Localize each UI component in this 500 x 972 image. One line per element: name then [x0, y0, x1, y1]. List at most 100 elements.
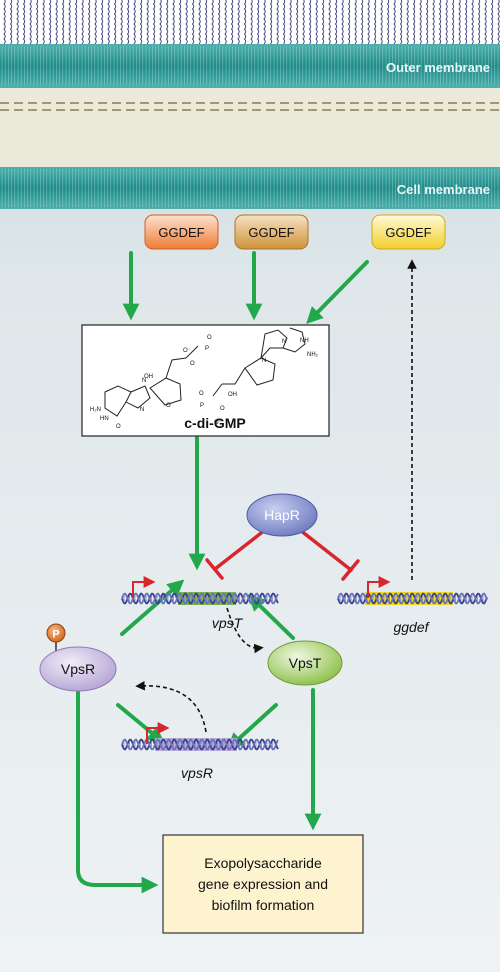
svg-text:HN: HN [100, 416, 109, 422]
lps-chain [412, 0, 416, 45]
lps-chain [74, 0, 78, 45]
lps-chain [68, 0, 71, 45]
svg-text:NH₂: NH₂ [307, 352, 319, 358]
arrow-vpst-to-vpst-gene [247, 594, 295, 640]
lps-chain [100, 0, 104, 45]
lps-chain [406, 0, 409, 45]
dna-helices [121, 592, 488, 751]
vpst-node: VpsT [267, 640, 343, 686]
lps-chain [198, 0, 201, 45]
svg-text:O⁻: O⁻ [183, 348, 191, 354]
lps-chain [250, 0, 253, 45]
lps-chain [94, 0, 97, 45]
svg-text:P: P [200, 403, 204, 409]
hapr-label: HapR [264, 507, 300, 523]
output-line-2: gene expression and [198, 876, 328, 892]
svg-text:O: O [207, 335, 212, 341]
svg-text:N: N [140, 407, 144, 413]
svg-text:OH: OH [228, 392, 237, 398]
phosphate-label: P [52, 629, 59, 641]
lps-chain [29, 0, 32, 45]
lps-chain [367, 0, 370, 45]
output-line-3: biofilm formation [212, 897, 315, 913]
ggdef-box-3: GGDEF [371, 214, 446, 250]
outer-membrane-label: Outer membrane [386, 60, 490, 75]
promoter-arrows [132, 576, 391, 744]
lps-chain [152, 0, 156, 45]
promoter-vpsr [146, 722, 170, 744]
lps-chain [490, 0, 494, 45]
lps-chain [334, 0, 338, 45]
lps-chain [380, 0, 383, 45]
lps-chain [126, 0, 130, 45]
dna-helix-vpst [121, 592, 279, 605]
cell-membrane-label: Cell membrane [397, 182, 490, 197]
vpsr-node: P VpsR [39, 623, 117, 692]
dna-helix-ggdef [337, 592, 488, 605]
lps-chain [308, 0, 312, 45]
svg-text:O: O [199, 391, 204, 397]
lps-chain [178, 0, 182, 45]
lps-chain [224, 0, 227, 45]
vpsr-gene-label: vpsR [181, 765, 213, 781]
lps-chain [87, 0, 91, 45]
lps-chain [360, 0, 364, 45]
lps-chain [432, 0, 435, 45]
lps-chain [464, 0, 468, 45]
vpsr-label: VpsR [61, 661, 95, 677]
lps-chain [133, 0, 136, 45]
lps-chain [146, 0, 149, 45]
lps-chain [139, 0, 143, 45]
lps-chain [3, 0, 6, 45]
arrow-vpst-to-vpsr-gene [226, 703, 278, 750]
svg-text:O: O [116, 424, 121, 430]
ggdef-label: GGDEF [158, 225, 204, 240]
hapr-node: HapR [246, 493, 318, 537]
lps-chain [471, 0, 474, 45]
lps-chain [373, 0, 377, 45]
lps-chain [55, 0, 58, 45]
vpst-label: VpsT [289, 655, 322, 671]
output-line-1: Exopolysaccharide [204, 855, 322, 871]
lps-chain [276, 0, 279, 45]
lps-chain [230, 0, 234, 45]
activation-arrows [76, 251, 369, 894]
lps-chain [386, 0, 390, 45]
lps-chain [263, 0, 266, 45]
lps-chain [165, 0, 169, 45]
lps-chain [451, 0, 455, 45]
lps-chain [321, 0, 325, 45]
svg-text:O: O [190, 361, 195, 367]
svg-text:O: O [166, 403, 171, 409]
lps-chain [497, 0, 500, 45]
lps-chain [289, 0, 292, 45]
extracellular-space [0, 0, 500, 45]
lps-chain [302, 0, 305, 45]
promoter-vpst [132, 576, 156, 598]
hapr-represses-ggdef [298, 528, 353, 572]
lps-chain [107, 0, 110, 45]
cdigmp-box: O P O⁻ O OH N N NH NH₂ H₂N HN O N N O OH… [81, 324, 330, 437]
lps-chain [9, 0, 13, 45]
lps-chain [159, 0, 162, 45]
lps-chain [393, 0, 396, 45]
lps-chain [172, 0, 175, 45]
lps-chain [458, 0, 461, 45]
arrow-vpsr-to-output [76, 690, 159, 894]
lps-chain [61, 0, 65, 45]
lps-chain [438, 0, 442, 45]
lps-chain [328, 0, 331, 45]
lps-chain [399, 0, 403, 45]
cdigmp-structure [104, 327, 306, 417]
lps-chain [347, 0, 351, 45]
ggdef-box-1: GGDEF [144, 214, 219, 250]
ggdef-label: GGDEF [385, 225, 431, 240]
outer-membrane: Outer membrane [0, 44, 500, 88]
svg-text:O⁻: O⁻ [214, 420, 222, 426]
lps-chain [120, 0, 123, 45]
arrow-ggdef3-to-cdigmp [306, 260, 369, 324]
lps-chain [81, 0, 84, 45]
lps-chain [35, 0, 39, 45]
svg-text:P: P [205, 346, 209, 352]
